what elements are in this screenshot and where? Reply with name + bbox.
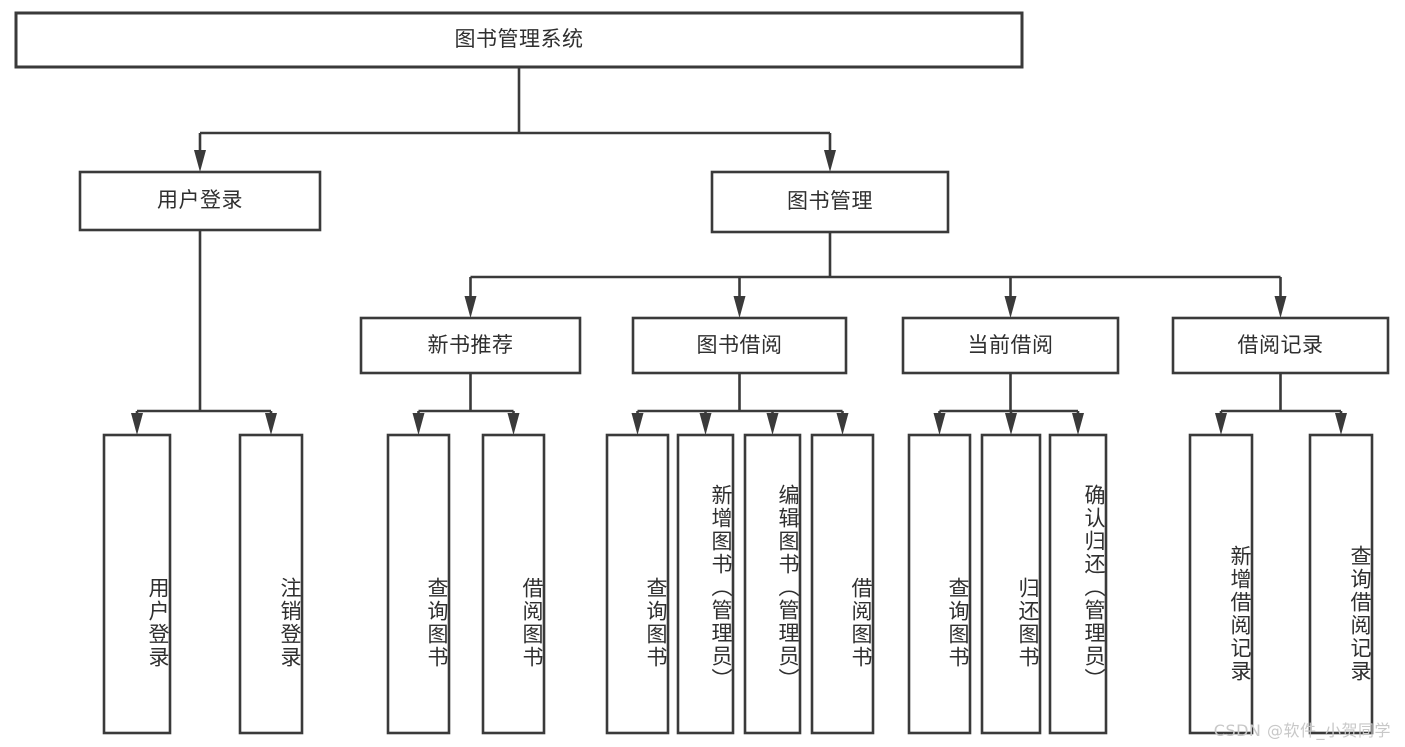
arrowhead-icon	[412, 413, 425, 435]
edge-layer	[131, 67, 1347, 435]
arrowhead-icon	[1274, 296, 1287, 318]
arrowhead-icon	[1215, 413, 1227, 435]
arrowhead-icon	[131, 413, 143, 435]
arrowhead-icon	[1335, 413, 1347, 435]
node-box-l_queryrec[interactable]	[1308, 433, 1374, 735]
arrowhead-icon	[631, 413, 644, 435]
node-box-l_borrow2[interactable]	[810, 433, 875, 735]
node-box-l_login[interactable]	[102, 433, 172, 735]
arrowhead-icon	[464, 296, 477, 318]
node-box-l_query2[interactable]	[605, 433, 670, 735]
node-box-l_edit[interactable]	[743, 433, 802, 735]
node-box-l_return[interactable]	[980, 433, 1042, 735]
arrowhead-icon	[507, 413, 520, 435]
node-box-newbook[interactable]	[359, 316, 582, 375]
arrowhead-icon	[1072, 413, 1084, 435]
node-box-root[interactable]	[14, 11, 1024, 69]
arrowhead-icon	[699, 413, 712, 435]
node-layer	[14, 11, 1390, 735]
node-box-l_add[interactable]	[676, 433, 735, 735]
arrowhead-icon	[836, 413, 849, 435]
node-box-borrow[interactable]	[631, 316, 848, 375]
node-box-l_confirm[interactable]	[1048, 433, 1108, 735]
node-box-l_query1[interactable]	[386, 433, 451, 735]
watermark: CSDN @软件_小贺同学	[1213, 721, 1391, 740]
arrowhead-icon	[733, 296, 746, 318]
node-box-records[interactable]	[1171, 316, 1390, 375]
arrowhead-icon	[933, 413, 946, 435]
node-box-l_logout[interactable]	[238, 433, 304, 735]
node-box-login[interactable]	[78, 170, 322, 232]
node-box-current[interactable]	[901, 316, 1120, 375]
node-box-bookmgmt[interactable]	[710, 170, 950, 234]
node-box-l_addrec[interactable]	[1188, 433, 1254, 735]
arrowhead-icon	[194, 150, 206, 172]
arrowhead-icon	[1004, 296, 1017, 318]
arrowhead-icon	[766, 413, 779, 435]
arrowhead-icon	[265, 413, 277, 435]
arrowhead-icon	[1005, 413, 1017, 435]
node-box-l_borrow1[interactable]	[481, 433, 546, 735]
arrowhead-icon	[824, 150, 836, 172]
node-box-l_query3[interactable]	[907, 433, 972, 735]
